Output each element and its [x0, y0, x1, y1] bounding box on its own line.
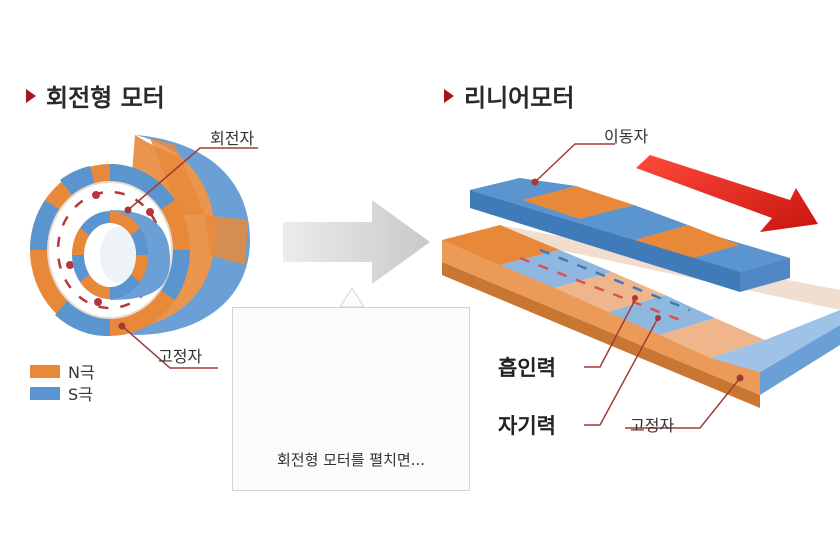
- attraction-label: 흡인력: [498, 356, 556, 380]
- linear-motor-title: 리니어모터: [464, 84, 575, 112]
- rotor-leader-line: [127, 147, 258, 211]
- motion-arrow: [636, 155, 818, 232]
- linear-motor-heading: 리니어모터: [444, 78, 574, 113]
- mover-label: 이동자: [604, 127, 649, 146]
- rotary-motor-title: 회전형 모터: [46, 84, 165, 112]
- stator-label: 고정자: [158, 347, 203, 366]
- legend-item-s: S극: [30, 382, 95, 404]
- linear-stator-leader-line: [625, 377, 741, 429]
- transform-arrow: [283, 200, 430, 284]
- legend-n-label: N극: [68, 363, 95, 382]
- linear-motor: [442, 155, 840, 408]
- legend: N극 S극: [30, 360, 95, 404]
- heading-bullet-icon: [444, 88, 454, 103]
- stator-leader-line: [121, 325, 218, 369]
- callout-caption: 회전형 모터를 펼치면...: [276, 451, 426, 469]
- rotor-label: 회전자: [210, 129, 255, 148]
- attraction-leader-line: [584, 297, 637, 368]
- linear-stator-label: 고정자: [630, 416, 675, 435]
- heading-bullet-icon: [26, 88, 36, 103]
- mover-leader-line: [534, 143, 615, 183]
- magnetic-leader-line: [584, 317, 659, 426]
- legend-item-n: N극: [30, 360, 95, 382]
- unroll-callout: 회전형 모터를 펼치면...: [232, 307, 470, 491]
- magnetic-force-label: 자기력: [498, 414, 556, 438]
- rotary-motor: [30, 135, 250, 337]
- s-pole-swatch: [30, 386, 60, 400]
- n-pole-swatch: [30, 364, 60, 378]
- legend-s-label: S극: [68, 385, 93, 404]
- rotary-motor-heading: 회전형 모터: [26, 78, 165, 113]
